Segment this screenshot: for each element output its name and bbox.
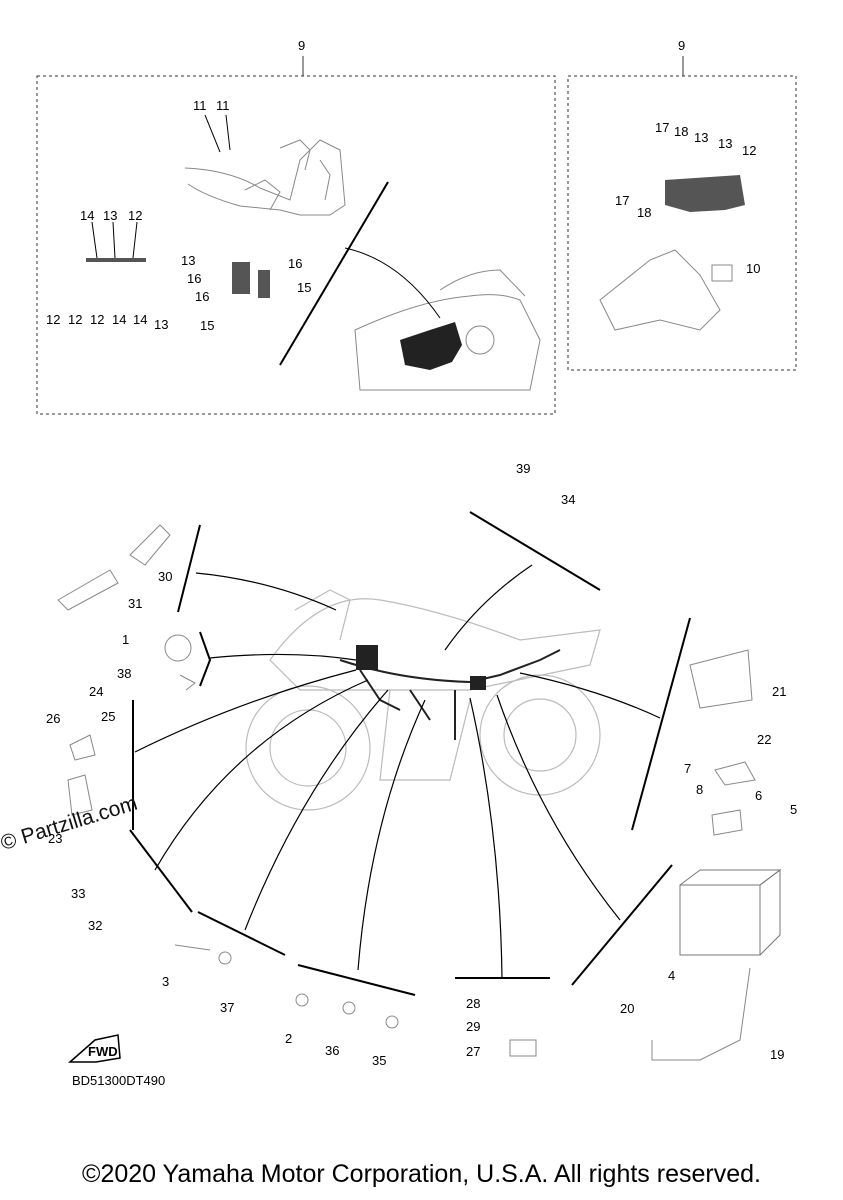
callout-35: 35 [372, 1053, 386, 1068]
group-box-right [567, 75, 797, 371]
harness-dark-cluster [400, 322, 462, 370]
parts-diagram: 9 9 [36, 38, 797, 1068]
callout-34: 34 [561, 492, 575, 507]
callout-24: 24 [89, 684, 103, 699]
callout-21: 21 [772, 684, 786, 699]
callout-13c: 13 [181, 253, 195, 268]
group-label-left: 9 [298, 38, 305, 53]
callout-13d: 13 [694, 130, 708, 145]
callout-23: 23 [48, 831, 62, 846]
bracket-art [599, 249, 733, 331]
callout-1: 1 [122, 632, 129, 647]
small-parts-art [57, 524, 756, 1061]
callout-6: 6 [755, 788, 762, 803]
harness-junction-box [356, 645, 378, 670]
callout-19: 19 [770, 1047, 784, 1062]
callout-14b: 14 [112, 312, 126, 327]
callout-13a: 13 [103, 208, 117, 223]
callout-10: 10 [746, 261, 760, 276]
callout-25: 25 [101, 709, 115, 724]
callout-4: 4 [668, 968, 675, 983]
callout-12c: 12 [68, 312, 82, 327]
callout-28: 28 [466, 996, 480, 1011]
battery-art [679, 869, 782, 956]
callout-37: 37 [220, 1000, 234, 1015]
callout-14c: 14 [133, 312, 147, 327]
callout-14a: 14 [80, 208, 94, 223]
bike-detail-art [354, 269, 541, 391]
callout-18a: 18 [674, 124, 688, 139]
callout-15b: 15 [200, 318, 214, 333]
callout-16b: 16 [195, 289, 209, 304]
callout-17a: 17 [655, 120, 669, 135]
svg-text:FWD: FWD [88, 1044, 118, 1059]
callout-11a: 11 [193, 98, 207, 113]
callout-16a: 16 [187, 271, 201, 286]
callout-13e: 13 [718, 136, 732, 151]
callout-29: 29 [466, 1019, 480, 1034]
fastener-row-art [86, 258, 270, 298]
diagram-code: BD51300DT490 [72, 1073, 166, 1088]
callout-brackets [129, 511, 691, 996]
callout-30: 30 [158, 569, 172, 584]
group-label-right: 9 [678, 38, 685, 53]
callout-32: 32 [88, 918, 102, 933]
callout-2: 2 [285, 1031, 292, 1046]
callout-12b: 12 [46, 312, 60, 327]
callout-18b: 18 [637, 205, 651, 220]
callout-3: 3 [162, 974, 169, 989]
leader-lines-left-box [91, 114, 441, 366]
callout-16c: 16 [288, 256, 302, 271]
callout-36: 36 [325, 1043, 339, 1058]
callout-20: 20 [620, 1001, 634, 1016]
callout-27: 27 [466, 1044, 480, 1059]
callout-7: 7 [684, 761, 691, 776]
copyright-notice: ©2020 Yamaha Motor Corporation, U.S.A. A… [82, 1160, 761, 1188]
callout-12a: 12 [128, 208, 142, 223]
callout-15a: 15 [297, 280, 311, 295]
callout-13b: 13 [154, 317, 168, 332]
connector-cluster-art [665, 175, 745, 212]
group-box-left [36, 75, 556, 415]
fwd-arrow: FWD [68, 1034, 121, 1063]
motorcycle-outline [245, 589, 601, 811]
callout-31: 31 [128, 596, 142, 611]
callout-39: 39 [516, 461, 530, 476]
callout-leaders [134, 564, 661, 979]
harness-clamp-art [184, 139, 346, 216]
callout-17b: 17 [615, 193, 629, 208]
callout-26: 26 [46, 711, 60, 726]
callout-5: 5 [790, 802, 797, 817]
callout-8: 8 [696, 782, 703, 797]
callout-12d: 12 [90, 312, 104, 327]
callout-12e: 12 [742, 143, 756, 158]
callout-33: 33 [71, 886, 85, 901]
callout-11b: 11 [216, 98, 230, 113]
callout-38: 38 [117, 666, 131, 681]
callout-22: 22 [757, 732, 771, 747]
harness-relay [470, 676, 486, 690]
